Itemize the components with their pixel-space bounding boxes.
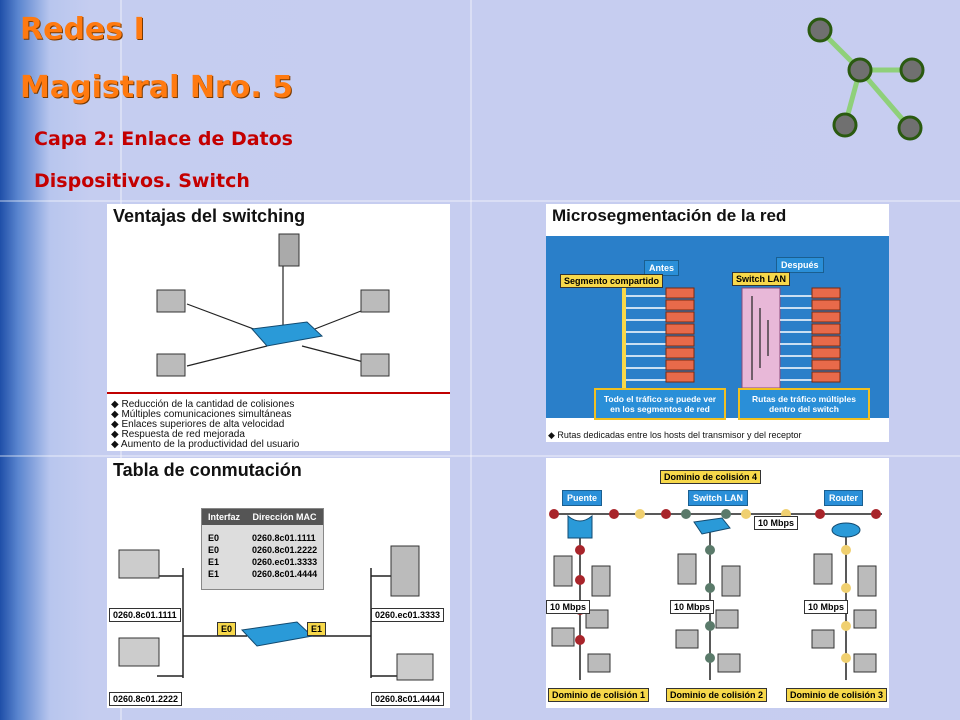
switching-diagram	[107, 233, 450, 394]
mac-label: 0260.8c01.4444	[371, 692, 445, 706]
speed-label: 10 Mbps	[546, 600, 591, 614]
despues-label: Después	[776, 257, 824, 273]
slide-title: Redes I	[20, 12, 145, 47]
topic-line: Capa 2: Enlace de Datos	[34, 128, 293, 150]
bullet-item: ◆ Múltiples comunicaciones simultáneas	[111, 409, 292, 420]
dominio-4-label: Dominio de colisión 4	[660, 470, 762, 484]
switch-lan-label: Switch LAN	[688, 490, 749, 506]
background-line	[0, 200, 960, 202]
puente-label: Puente	[562, 490, 603, 506]
bullet-item: ◆ Reducción de la cantidad de colisiones	[111, 399, 295, 410]
panel-title: Tabla de conmutación	[113, 460, 302, 480]
table-header: Dirección MAC	[246, 509, 324, 525]
slide-subtitle: Magistral Nro. 5	[20, 70, 294, 105]
panel-tabla: Tabla de conmutación Interfaz Dirección …	[107, 458, 450, 708]
table-header: Interfaz	[202, 509, 247, 525]
panel-microsegmentacion: Microsegmentación de la red Antes Despué…	[546, 204, 889, 442]
bullet-item: ◆ Enlaces superiores de alta velocidad	[111, 419, 285, 430]
mac-label: 0260.8c01.2222	[109, 692, 183, 706]
footer-note: ◆ Rutas dedicadas entre los hosts del tr…	[548, 430, 802, 440]
molecule-logo	[807, 17, 925, 141]
port-e0-label: E0	[217, 622, 237, 636]
panel-title: Microsegmentación de la red	[552, 206, 787, 225]
dominio-1-label: Dominio de colisión 1	[548, 688, 650, 702]
mac-label: 0260.ec01.3333	[371, 608, 445, 622]
microsegment-diagram	[622, 287, 841, 389]
speed-label: 10 Mbps	[670, 600, 715, 614]
info-box: Rutas de tráfico múltiples dentro del sw…	[738, 388, 870, 420]
router-label: Router	[824, 490, 863, 506]
speed-label: 10 Mbps	[804, 600, 849, 614]
info-box: Todo el tráfico se puede ver en los segm…	[594, 388, 726, 420]
segmento-label: Segmento compartido	[560, 274, 664, 288]
panel-title: Ventajas del switching	[113, 206, 306, 226]
mac-label: 0260.8c01.1111	[109, 608, 181, 622]
panel-ventajas: Ventajas del switching ◆ Reducción de la…	[107, 204, 450, 451]
port-e1-label: E1	[307, 622, 327, 636]
switch-lan-label: Switch LAN	[732, 272, 791, 286]
tabla-diagram	[118, 545, 434, 681]
bullet-item: ◆ Aumento de la productividad del usuari…	[111, 439, 300, 450]
dominio-3-label: Dominio de colisión 3	[786, 688, 888, 702]
bullet-item: ◆ Respuesta de red mejorada	[111, 429, 245, 440]
topic-line: Dispositivos. Switch	[34, 170, 250, 192]
background-line	[0, 455, 960, 457]
speed-label: 10 Mbps	[754, 516, 799, 530]
background-line	[470, 0, 472, 720]
panel-dominios: Dominio de colisión 4 Puente Switch LAN …	[546, 458, 889, 708]
dominio-2-label: Dominio de colisión 2	[666, 688, 768, 702]
